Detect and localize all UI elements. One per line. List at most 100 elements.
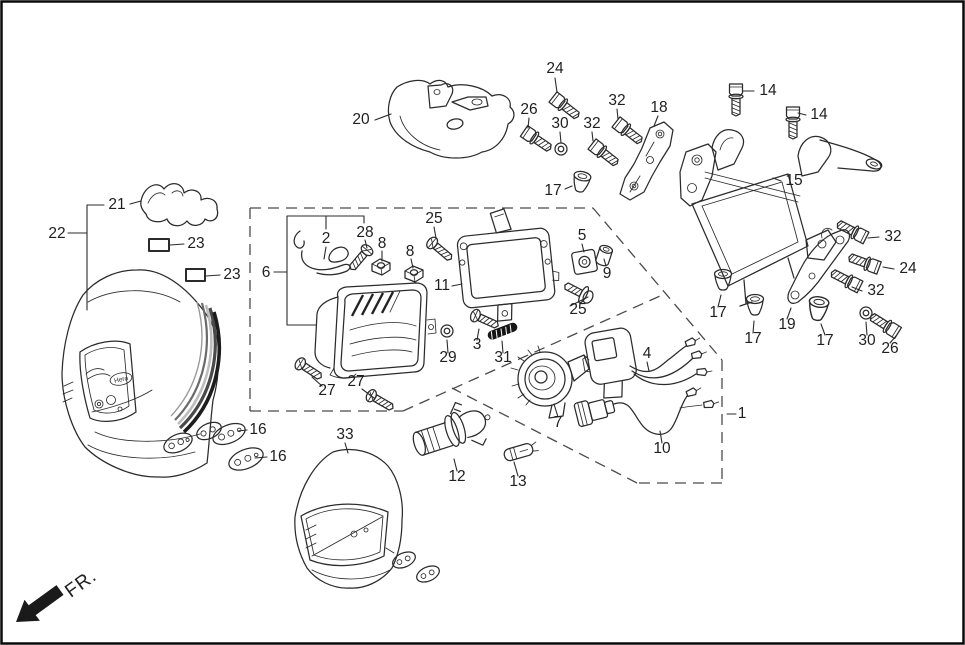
part-label-3: 3 [473,336,482,353]
part-label-2: 2 [322,230,331,247]
part-label-27-a: 27 [318,382,335,399]
part-33-plain-cowl [294,448,440,589]
part-11-bezel [456,208,560,322]
cowl-visor-stripes [170,301,221,434]
part-21-trim-strip [140,183,219,227]
part-label-6: 6 [262,264,271,281]
part-label-29: 29 [439,349,456,366]
part-label-31: 31 [494,349,511,366]
part-8-nut-b [404,265,424,283]
part-14-bolt-b [785,106,801,140]
part-25-screw-a [423,234,457,265]
part-label-28: 28 [356,224,373,241]
part-20-garnish [387,79,515,159]
part-label-22: 22 [48,225,65,242]
part-label-19: 19 [778,316,795,333]
part-5-plate-nut [571,248,598,275]
part-label-24-right: 24 [899,260,917,277]
front-direction-label: FR. [61,565,101,602]
part-label-16-a: 16 [249,421,266,438]
part-15-stay-frame [679,129,883,307]
part-8-nut-a [371,258,391,276]
part-label-32-right-b: 32 [867,282,884,299]
part-label-17-c: 17 [816,332,833,349]
part-label-7: 7 [554,414,563,431]
lens-hatch-stripes [350,291,395,317]
part-label-10: 10 [653,440,671,457]
part-32-bolt-top-b [587,137,623,170]
part-label-23-b: 23 [223,266,240,283]
part-label-25-a: 25 [425,210,442,227]
part-label-30-right: 30 [858,332,876,349]
part-label-20: 20 [352,111,370,128]
part-26-bolt-top [519,124,556,156]
part-17-grommet-b [745,293,765,316]
part-label-1: 1 [738,405,747,422]
part-23-pad-a [148,238,170,252]
part-label-33: 33 [336,426,353,443]
part-label-32-right-a: 32 [884,228,901,245]
part-28-screw [345,241,376,275]
group-boundary-dashed [249,207,723,484]
front-arrow-icon [16,585,64,622]
part-label-30-top: 30 [551,115,569,132]
part-label-18: 18 [650,99,667,116]
part-label-25-b: 25 [569,301,586,318]
part-label-14-b: 14 [810,106,828,123]
part-label-8-b: 8 [406,243,415,260]
part-27-screw-a [292,355,326,384]
part-7-socket-ring [510,345,590,419]
part-29-nut [440,324,454,338]
part-label-21: 21 [108,196,125,213]
part-label-27-b: 27 [347,373,364,390]
part-27-screw-b [363,387,397,415]
part-label-5: 5 [578,227,587,244]
part-25-screw-b [564,282,594,304]
part-3-screw [467,307,502,333]
part-label-13: 13 [509,473,526,490]
part-13-position-bulb [503,441,539,462]
part-9-cap-nut [595,244,614,267]
part-12-headlight-bulb [412,401,491,456]
cowl-logo-badge: Hero [85,368,133,386]
part-16-plate-a [212,422,246,446]
part-label-9: 9 [603,265,612,282]
part-16-plate-b [228,447,264,471]
part-17-grommet-c [806,294,831,323]
part-label-32-top-b: 32 [583,115,600,132]
part-4-wire-harness [582,327,713,399]
cowl-logo-text: Hero [114,375,130,385]
part-19-bracket [787,228,851,304]
part-30-nut-top [554,142,568,156]
part-label-11: 11 [434,277,450,294]
part-6-headlight-unit [314,282,437,379]
part-17-grommet-a [713,268,733,291]
part-label-17-top: 17 [544,182,561,199]
part-label-14-a: 14 [759,82,777,99]
part-14-bolt-a [728,83,744,117]
part-24-bolt-right [845,249,883,276]
part-label-15: 15 [785,172,802,189]
part-label-8-a: 8 [378,235,387,252]
part-22-headlight-cowl: Hero [61,269,222,478]
part-label-32-top-a: 32 [608,92,625,109]
front-direction-indicator: FR. [16,565,101,622]
part-label-26-top: 26 [520,101,537,118]
part-label-26-right: 26 [881,340,898,357]
part-17-grommet-top [570,169,593,195]
part-32-bolt-top-a [611,115,647,148]
part-label-17-b: 17 [744,330,761,347]
part-label-23-a: 23 [187,235,204,252]
part-label-24-top: 24 [546,60,564,77]
part-18-bracket [619,121,674,201]
part-label-12: 12 [448,468,465,485]
leader-lines [67,77,897,477]
part-label-16-b: 16 [269,448,286,465]
part-31-spring [487,322,518,340]
part-10-socket-wire [573,384,720,435]
part-23-pad-b [185,268,206,282]
part-label-17-a: 17 [709,304,726,321]
